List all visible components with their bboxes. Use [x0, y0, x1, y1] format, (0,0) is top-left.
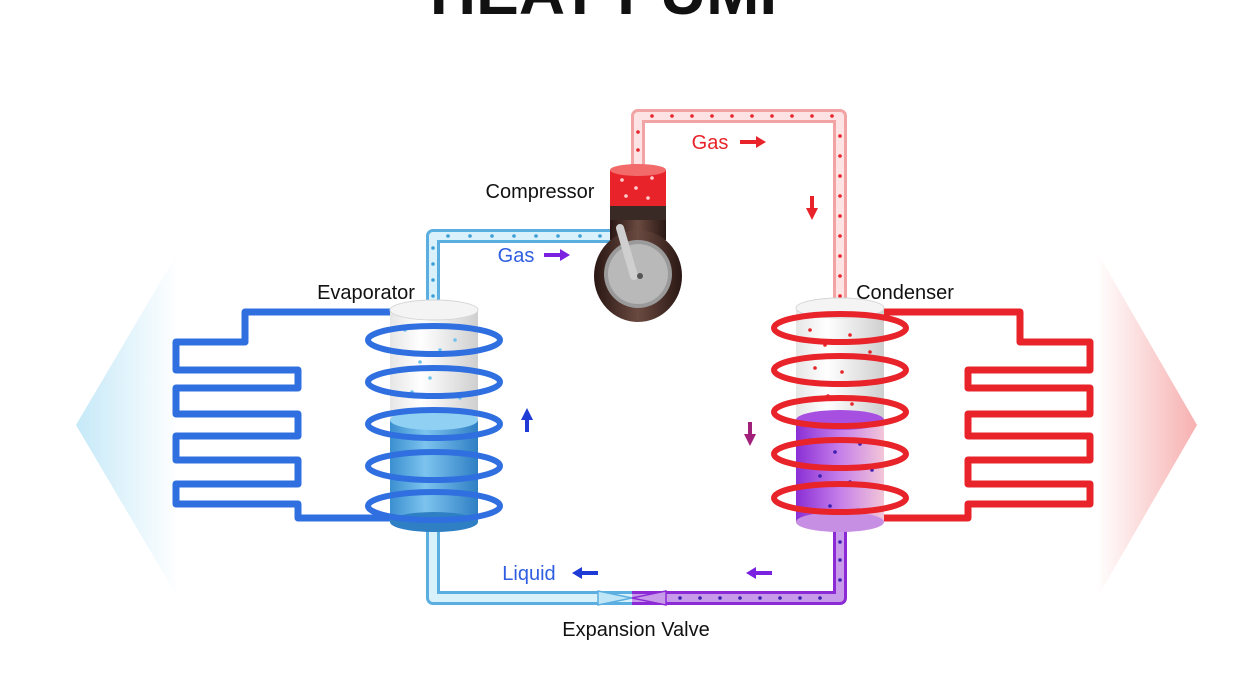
condenser-tank — [795, 297, 885, 532]
label-liquid: Liquid — [502, 563, 555, 585]
label-gas-hot: Gas — [692, 132, 729, 154]
condenser-spiral — [771, 311, 909, 515]
evaporator-spiral — [365, 323, 503, 523]
mixed-pipe — [632, 530, 847, 605]
flow-arrow-cond-down — [744, 422, 756, 446]
evaporator-coil — [172, 308, 400, 522]
expansion-valve — [597, 590, 633, 606]
flow-arrow-mixed — [746, 567, 772, 579]
diagram-title: HEAT PUMP — [430, 0, 802, 28]
compressor — [594, 164, 682, 322]
label-evaporator: Evaporator — [317, 282, 415, 304]
evaporator-tank — [389, 299, 479, 532]
label-condenser: Condenser — [856, 282, 954, 304]
flow-arrow-hot-gas — [740, 136, 766, 148]
flow-arrow-hot-down — [806, 196, 818, 220]
hot-air-arrow — [1097, 252, 1197, 598]
flow-arrow-cold-gas — [544, 249, 570, 261]
flow-arrow-liquid — [572, 567, 598, 579]
label-expansion-valve: Expansion Valve — [562, 619, 710, 641]
label-compressor: Compressor — [486, 181, 595, 203]
cold-air-arrow — [76, 252, 178, 598]
condenser-coil — [870, 308, 1094, 522]
flow-arrow-evap-up — [521, 408, 533, 432]
label-gas-cold: Gas — [498, 245, 535, 267]
